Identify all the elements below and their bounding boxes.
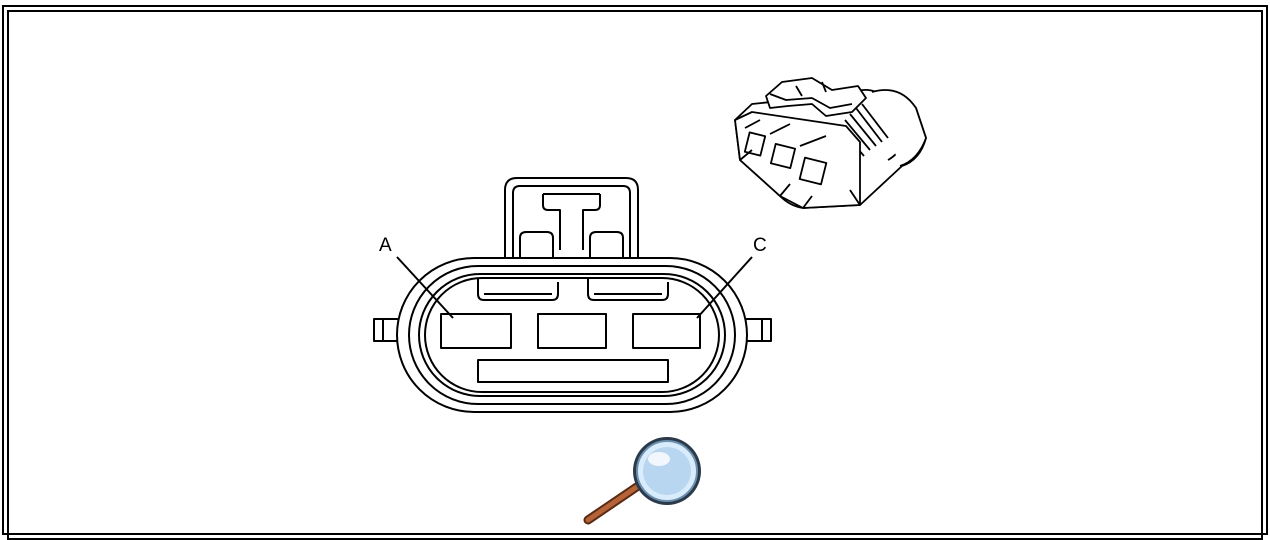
connector-end-view-diagram: A C: [373, 77, 927, 525]
callout-label-a: A: [379, 235, 392, 256]
callout-label-c: C: [753, 235, 767, 256]
connector-end-view: [373, 177, 772, 413]
cavity-b: [537, 313, 607, 349]
callout-c: C: [696, 235, 767, 319]
locking-tab: [504, 177, 639, 258]
connector-perspective-illustration: [734, 77, 927, 209]
callout-a: A: [379, 235, 454, 319]
cavity-c: [632, 313, 701, 349]
cavity-a: [440, 313, 512, 349]
magnifier-icon[interactable]: [583, 437, 701, 525]
